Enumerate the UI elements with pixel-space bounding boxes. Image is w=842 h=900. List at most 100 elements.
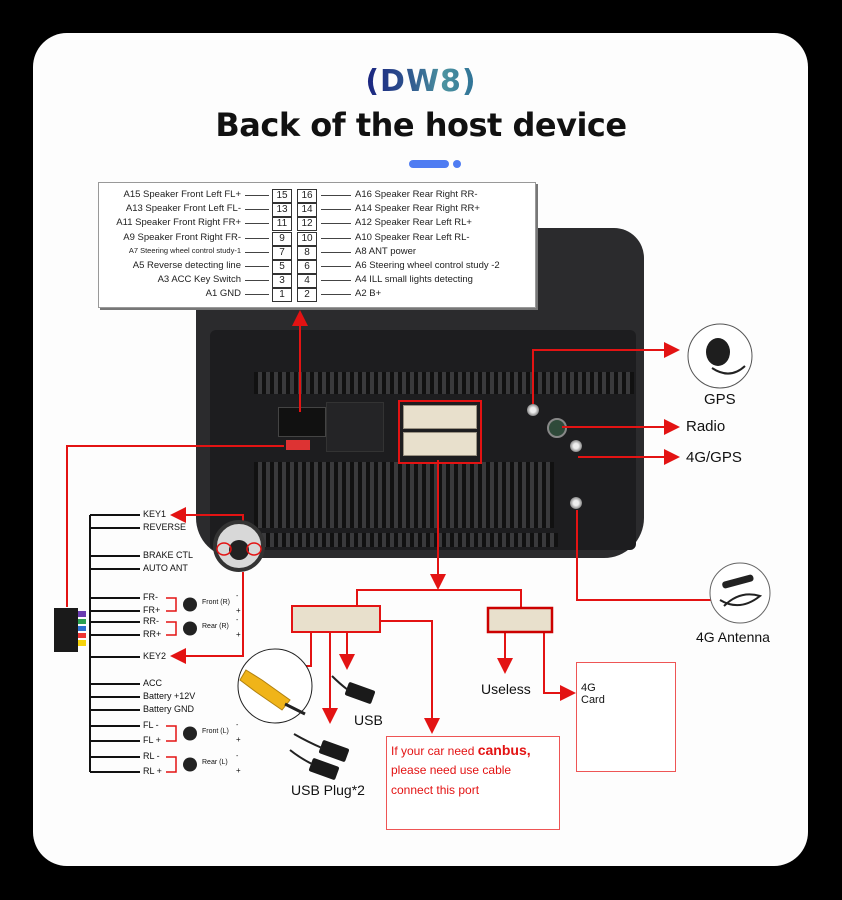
bottom-vent (258, 533, 558, 547)
pin-lead (245, 294, 269, 296)
title-underline-bar (409, 160, 449, 168)
pin-number: 5 (272, 260, 292, 274)
upper-white-connector (403, 405, 477, 429)
polarity-minus: - (236, 752, 239, 760)
pin-lead (321, 266, 351, 267)
pin-number: 12 (297, 217, 317, 232)
top-vent (254, 372, 634, 394)
pin-lead (321, 223, 351, 225)
harness-wire-label: RL + (143, 766, 162, 776)
card4g-label-line1: 4G (581, 682, 596, 694)
pin-number: 9 (272, 231, 292, 246)
harness-wire-label: Battery GND (143, 704, 195, 714)
g4-antenna-circle (709, 562, 771, 624)
pin-number: 2 (297, 288, 317, 303)
speaker-label: Front (L) (202, 727, 229, 735)
harness-socket (278, 407, 326, 437)
speaker-label: Rear (R) (202, 622, 229, 630)
pin-lead (245, 223, 269, 225)
polarity-plus: + (236, 629, 241, 639)
card4g-label-line2: Card (581, 694, 605, 706)
pin-number: 3 (272, 274, 292, 289)
pin-label-left: A1 GND (205, 288, 241, 300)
harness-wire-label: RL - (143, 751, 160, 761)
pin-label-left: A3 ACC Key Switch (157, 274, 241, 286)
harness-wire-label: KEY1 (143, 509, 167, 519)
pin-label-right: A16 Speaker Rear Right RR- (355, 189, 478, 200)
speaker-bracket (166, 756, 177, 773)
harness-wire-label: FR+ (143, 605, 161, 615)
key2-arrow (170, 572, 244, 664)
pin-lead (245, 195, 269, 196)
pin-lead (245, 251, 269, 253)
pin-label-left: A7 Steering wheel control study-1 (128, 245, 241, 255)
pin-label-left: A15 Speaker Front Left FL+ (123, 189, 242, 200)
speaker-bracket (166, 725, 177, 742)
pin-lead (321, 237, 351, 239)
radio-label: Radio (686, 418, 726, 435)
branch-line (356, 589, 522, 608)
lower-vent (254, 462, 554, 528)
pin-lead (245, 266, 269, 267)
pin-number: 15 (272, 189, 292, 203)
harness-wire-label: AUTO ANT (143, 563, 188, 573)
pin-lead (321, 195, 351, 196)
gps-label: GPS (704, 391, 736, 408)
harness-wire-label: RR- (143, 616, 159, 626)
harness-wire-label: FL - (143, 720, 159, 730)
blank-plate (326, 402, 384, 452)
usb-connector (345, 682, 375, 704)
connector-highlight (398, 400, 482, 464)
speaker-icon (183, 621, 197, 636)
output-connector-left (291, 605, 381, 633)
title-underline-dot (453, 160, 461, 168)
output-connector-right (486, 606, 554, 634)
polarity-plus: + (236, 734, 241, 744)
note-line-1: If your car need canbus, (391, 742, 531, 758)
fuse (286, 440, 310, 450)
usb-plug-2 (309, 758, 339, 780)
g4gps-jack (570, 440, 582, 452)
polarity-plus: + (236, 605, 241, 615)
pin-number: 8 (297, 245, 317, 260)
harness-wire-label: Battery +12V (143, 691, 196, 701)
harness-wire-label: FR- (143, 592, 158, 602)
speaker-label: Rear (L) (202, 758, 228, 766)
pin-label-right: A14 Speaker Rear Right RR+ (355, 203, 480, 215)
speaker-bracket (166, 597, 177, 612)
harness-wire-label: ACC (143, 678, 163, 688)
card4g-arrow (543, 630, 576, 701)
usb-plug-label: USB Plug*2 (291, 782, 365, 798)
pin-lead (321, 209, 351, 211)
speaker-label: Front (R) (202, 598, 230, 606)
g4-antenna-line (576, 510, 712, 601)
rca-circle (237, 648, 313, 724)
rca-plug (239, 669, 291, 711)
note-line-3: connect this port (391, 783, 480, 797)
pin-lead (321, 294, 351, 296)
polarity-minus: - (236, 616, 239, 624)
model-heading: (DW8) (365, 64, 477, 99)
lower-white-connector (403, 432, 477, 456)
harness-wire-label: BRAKE CTL (143, 550, 194, 560)
harness-feed-line (66, 445, 284, 607)
g4gps-label: 4G/GPS (686, 449, 742, 466)
pin-label-left: A11 Speaker Front Right FR+ (116, 217, 241, 229)
pin-lead (245, 209, 269, 211)
pin-label-right: A12 Speaker Rear Left RL+ (355, 217, 472, 229)
pin-lead (245, 237, 269, 239)
harness-wire-label: KEY2 (143, 651, 167, 661)
polarity-plus: + (236, 765, 241, 775)
harness-wire-label: FL + (143, 735, 161, 745)
pin-number: 14 (297, 203, 317, 218)
pin-label-right: A8 ANT power (355, 245, 417, 257)
pin-number: 10 (297, 231, 317, 246)
page-title: Back of the host device (215, 106, 627, 144)
g4-antenna-jack (570, 497, 582, 509)
speaker-bracket (166, 621, 177, 636)
pin-label-left: A9 Speaker Front Right FR- (123, 231, 241, 243)
speaker-icon (183, 597, 197, 612)
gps-arrow (532, 342, 680, 404)
pin-label-right: A10 Speaker Rear Left RL- (355, 231, 470, 243)
